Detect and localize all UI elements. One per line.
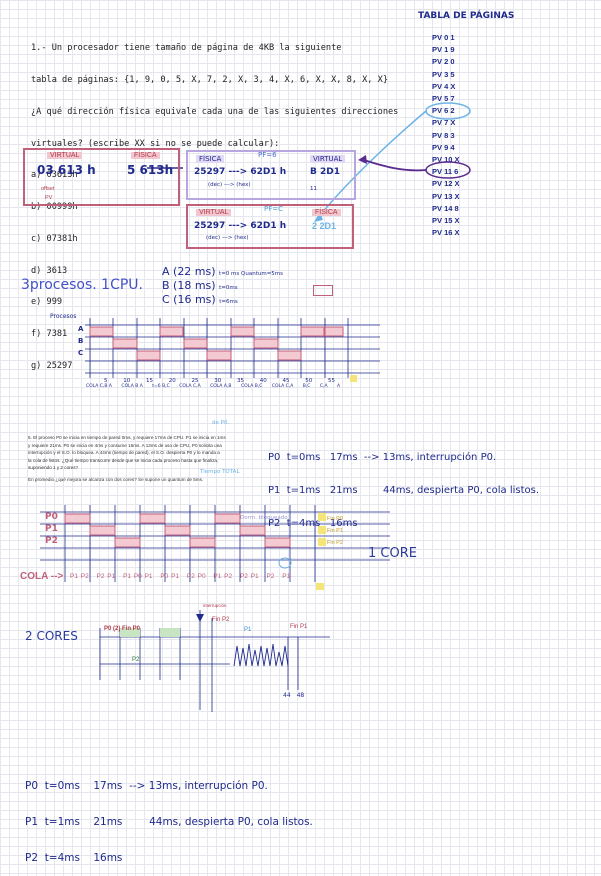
core1-p1: P1 bbox=[244, 627, 252, 633]
queue-items: P1 P2 P2 P1 P1 P0 P1 P0 P1 P2 P0 P1 P2 P… bbox=[70, 573, 291, 580]
page-table-row: PV 7 X bbox=[432, 118, 456, 128]
gantt-row-label: C bbox=[78, 349, 84, 357]
gantt-row-label: A bbox=[78, 325, 84, 333]
page-table-row: PV 2 0 bbox=[432, 57, 455, 67]
gantt1-row-labels: P0 P1 P2 bbox=[45, 512, 58, 546]
decimal-conversion: 25297 ---> 62D1 h bbox=[194, 167, 287, 177]
gantt-chart-abc bbox=[85, 318, 380, 382]
question-option: g) 25297 bbox=[31, 361, 73, 371]
page-table-row: PV 11 6 bbox=[432, 167, 459, 177]
pf-label: PF=C bbox=[264, 205, 284, 213]
process-c: C (16 ms) t=6ms bbox=[162, 293, 238, 306]
question-option: c) 07381h bbox=[31, 233, 78, 244]
gantt-row-label: B bbox=[78, 337, 84, 345]
fin-p2: Fin P2 bbox=[212, 617, 230, 623]
gantt-chart-1core bbox=[40, 505, 390, 590]
decimal-conversion: 25297 ---> 62D1 h bbox=[194, 221, 287, 231]
process-summary-2: P0 t=0ms 17ms --> 13ms, interrupción P0.… bbox=[25, 780, 313, 864]
question-line: 1.- Un procesador tiene tamaño de página… bbox=[31, 43, 342, 54]
virtual-label: VIRTUAL bbox=[196, 209, 232, 216]
annotation-de-p0: de P0. bbox=[212, 420, 230, 426]
core2-p2: P2 bbox=[132, 657, 140, 663]
page-table-row: PV 9 4 bbox=[432, 142, 455, 152]
gantt-queue: COLA C,B A COLA B A t=6 B,C COLA C,A COL… bbox=[86, 384, 341, 389]
gantt-title: Procesos bbox=[50, 313, 77, 320]
annotation-total: Tiempo TOTAL bbox=[200, 469, 240, 475]
fin-p1: Fin P1 bbox=[290, 624, 308, 630]
physical-address: 5 613h bbox=[127, 163, 174, 177]
question-option: f) 7381 bbox=[31, 329, 68, 340]
gantt-chart-2cores bbox=[99, 610, 330, 712]
question-option: a) 03613h bbox=[31, 170, 78, 181]
interruption-note: interrupción bbox=[203, 603, 227, 608]
gantt-row-labels: A B C bbox=[78, 323, 83, 359]
process-summary-1: P0 t=0ms 17ms --> 13ms, interrupción P0.… bbox=[268, 452, 540, 529]
translation-box-a: VIRTUAL FÍSICA 03 613 h 5 613h offset PV bbox=[23, 148, 180, 206]
fisica-label: FÍSICA bbox=[131, 152, 160, 159]
pv-note: PV bbox=[45, 195, 53, 201]
question-option: d) 3613 bbox=[31, 265, 68, 276]
two-cores-title: 2 CORES bbox=[25, 629, 78, 643]
page-table-row: PV 0 1 bbox=[432, 33, 455, 42]
one-core-label: 1 CORE bbox=[368, 546, 417, 561]
virtual-label: VIRTUAL bbox=[310, 155, 346, 163]
page-table-row: PV 12 X bbox=[432, 179, 460, 189]
fisica-label: FÍSICA bbox=[196, 155, 225, 163]
physical-address: 2 2D1 bbox=[312, 221, 337, 231]
gantt-axis: 5 10 15 20 25 30 35 40 45 50 55 bbox=[104, 378, 335, 384]
processes-title: 3procesos. 1CPU. bbox=[21, 277, 143, 293]
page-table-row: PV 8 3 bbox=[432, 130, 455, 140]
page-number-note: 11 bbox=[310, 186, 317, 192]
core-ticks: 44 48 bbox=[283, 692, 305, 699]
page-table-row: PV 6 2 bbox=[432, 106, 455, 116]
page-table-row: PV 14 8 bbox=[432, 203, 459, 213]
conversion-note: (dec) ---> (hex) bbox=[208, 182, 251, 188]
offset-note: offset bbox=[41, 186, 55, 192]
exercise-5-text: 5. El proceso P0 se inicia en tiempo de … bbox=[28, 435, 226, 482]
queue-label: COLA --> bbox=[20, 571, 64, 582]
fisica-label: FÍSICA bbox=[312, 209, 341, 216]
page-table-title: TABLA DE PÁGINAS bbox=[418, 11, 515, 21]
page-table-row: PV 13 X bbox=[432, 191, 460, 201]
question-line: ¿A qué dirección física equivale cada un… bbox=[31, 106, 399, 117]
process-list: A (22 ms) t=0 ms Quantum=5ms B (18 ms) t… bbox=[162, 266, 283, 308]
page-table-row: PV 3 5 bbox=[432, 69, 455, 79]
virtual-label: VIRTUAL bbox=[47, 152, 83, 159]
page-table-row: PV 15 X bbox=[432, 216, 460, 226]
page-table-row: PV 5 7 bbox=[432, 94, 455, 104]
highlight-box bbox=[313, 285, 333, 296]
translation-box-b: FÍSICA PF=6 VIRTUAL 25297 ---> 62D1 h (d… bbox=[186, 150, 356, 200]
conversion-note: (dec) ---> (hex) bbox=[206, 235, 249, 241]
page-table-row: PV 1 9 bbox=[432, 45, 455, 55]
pf-label: PF=6 bbox=[258, 151, 277, 159]
question-option: b) 00999h bbox=[31, 202, 78, 213]
page-table-row: PV 16 X bbox=[432, 228, 460, 238]
question-option: e) 999 bbox=[31, 297, 63, 308]
translation-box-c: VIRTUAL PF=C FÍSICA 25297 ---> 62D1 h (d… bbox=[186, 204, 354, 249]
page-table-row: PV 10 X bbox=[432, 155, 460, 165]
question-text: 1.- Un procesador tiene tamaño de página… bbox=[31, 22, 398, 382]
page-table: PV 0 1 PV 1 9 PV 2 0 PV 3 5 PV 4 X PV 5 … bbox=[432, 32, 460, 239]
process-b: B (18 ms) t=0ms bbox=[162, 279, 238, 292]
annotation-arrows bbox=[147, 102, 471, 222]
process-a: A (22 ms) t=0 ms Quantum=5ms bbox=[162, 265, 284, 278]
virtual-address: B 2D1 bbox=[310, 167, 340, 177]
page-table-row: PV 4 X bbox=[432, 81, 456, 91]
virtual-address: 03 613 h bbox=[37, 163, 96, 177]
core1-p0: P0 (2) Fin P0 bbox=[104, 626, 141, 632]
blocked-note: Dorm. bloqueado bbox=[240, 515, 288, 521]
finish-labels: Fin P0 Fin P1 Fin P2 bbox=[327, 516, 343, 546]
question-line: virtuales? (escribe XX si no se puede ca… bbox=[31, 138, 280, 149]
question-line: tabla de páginas: {1, 9, 0, 5, X, 7, 2, … bbox=[31, 74, 388, 85]
